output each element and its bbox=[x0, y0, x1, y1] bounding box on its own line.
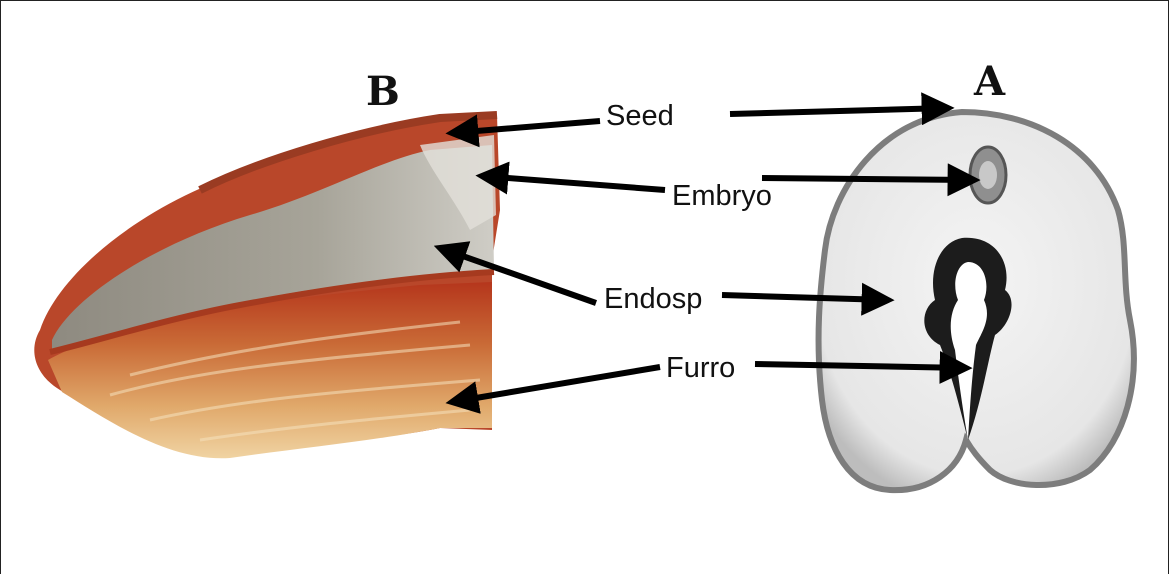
arrow-furro-a bbox=[755, 364, 966, 368]
label-seed: Seed bbox=[606, 102, 674, 131]
seed-section-b bbox=[34, 115, 500, 458]
label-embryo: Embryo bbox=[672, 182, 772, 211]
panel-label-a: A bbox=[974, 62, 1005, 102]
arrow-embryo-a bbox=[762, 178, 974, 180]
arrow-embryo-b bbox=[482, 176, 665, 190]
label-endosp: Endosp bbox=[604, 285, 702, 314]
arrow-seed-a bbox=[730, 108, 948, 114]
panel-label-b: B bbox=[366, 72, 400, 112]
label-furro: Furro bbox=[666, 354, 735, 383]
